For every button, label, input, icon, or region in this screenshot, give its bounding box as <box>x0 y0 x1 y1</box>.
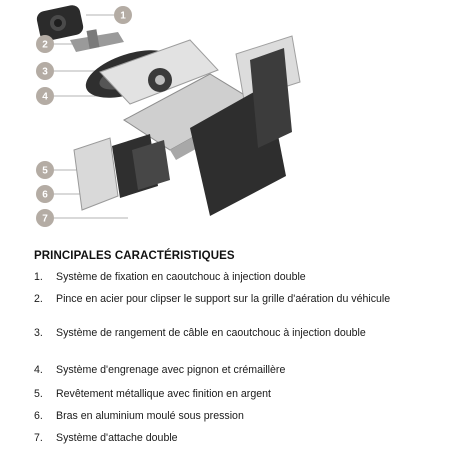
dark-front-panel <box>190 48 292 216</box>
feature-item: 6. Bras en aluminium moulé sous pression <box>34 410 434 423</box>
svg-text:6: 6 <box>42 190 48 201</box>
svg-text:1: 1 <box>120 11 126 22</box>
section-heading: PRINCIPALES CARACTÉRISTIQUES <box>34 250 235 262</box>
svg-text:4: 4 <box>42 92 48 103</box>
feature-text: Système d'attache double <box>56 432 178 444</box>
callout-badge-6: 6 <box>36 185 54 203</box>
feature-item: 2. Pince en acier pour clipser le suppor… <box>34 293 434 306</box>
feature-number: 6. <box>34 410 43 422</box>
callout-badge-7: 7 <box>36 209 54 227</box>
feature-number: 4. <box>34 364 43 376</box>
gear-mechanism-part <box>99 39 219 105</box>
feature-number: 3. <box>34 327 43 339</box>
feature-number: 5. <box>34 388 43 400</box>
callout-badge-3: 3 <box>36 62 54 80</box>
exploded-product-diagram: 1 2 3 4 5 6 7 <box>36 5 301 227</box>
feature-number: 7. <box>34 432 43 444</box>
steel-clip-part <box>70 29 124 52</box>
side-arms-part <box>73 134 170 211</box>
feature-item: 5. Revêtement métallique avec finition e… <box>34 388 434 401</box>
callout-badge-5: 5 <box>36 161 54 179</box>
feature-text: Pince en acier pour clipser le support s… <box>56 293 391 305</box>
rubber-grip-part <box>36 5 84 41</box>
feature-item: 3. Système de rangement de câble en caou… <box>34 327 434 340</box>
feature-item: 4. Système d'engrenage avec pignon et cr… <box>34 364 434 377</box>
feature-number: 2. <box>34 293 43 305</box>
svg-text:2: 2 <box>42 40 48 51</box>
svg-text:3: 3 <box>42 67 48 78</box>
feature-text: Bras en aluminium moulé sous pression <box>56 410 244 422</box>
feature-item: 7. Système d'attache double <box>34 432 434 445</box>
callout-badge-2: 2 <box>36 35 54 53</box>
svg-text:5: 5 <box>42 166 48 177</box>
feature-text: Revêtement métallique avec finition en a… <box>56 388 271 400</box>
svg-text:7: 7 <box>42 214 48 225</box>
feature-number: 1. <box>34 271 43 283</box>
feature-text: Système de fixation en caoutchouc à inje… <box>56 271 306 283</box>
callout-badge-4: 4 <box>36 87 54 105</box>
feature-text: Système de rangement de câble en caoutch… <box>56 327 366 339</box>
callout-badge-1: 1 <box>114 6 132 24</box>
feature-text: Système d'engrenage avec pignon et créma… <box>56 364 286 376</box>
feature-item: 1. Système de fixation en caoutchouc à i… <box>34 271 434 284</box>
